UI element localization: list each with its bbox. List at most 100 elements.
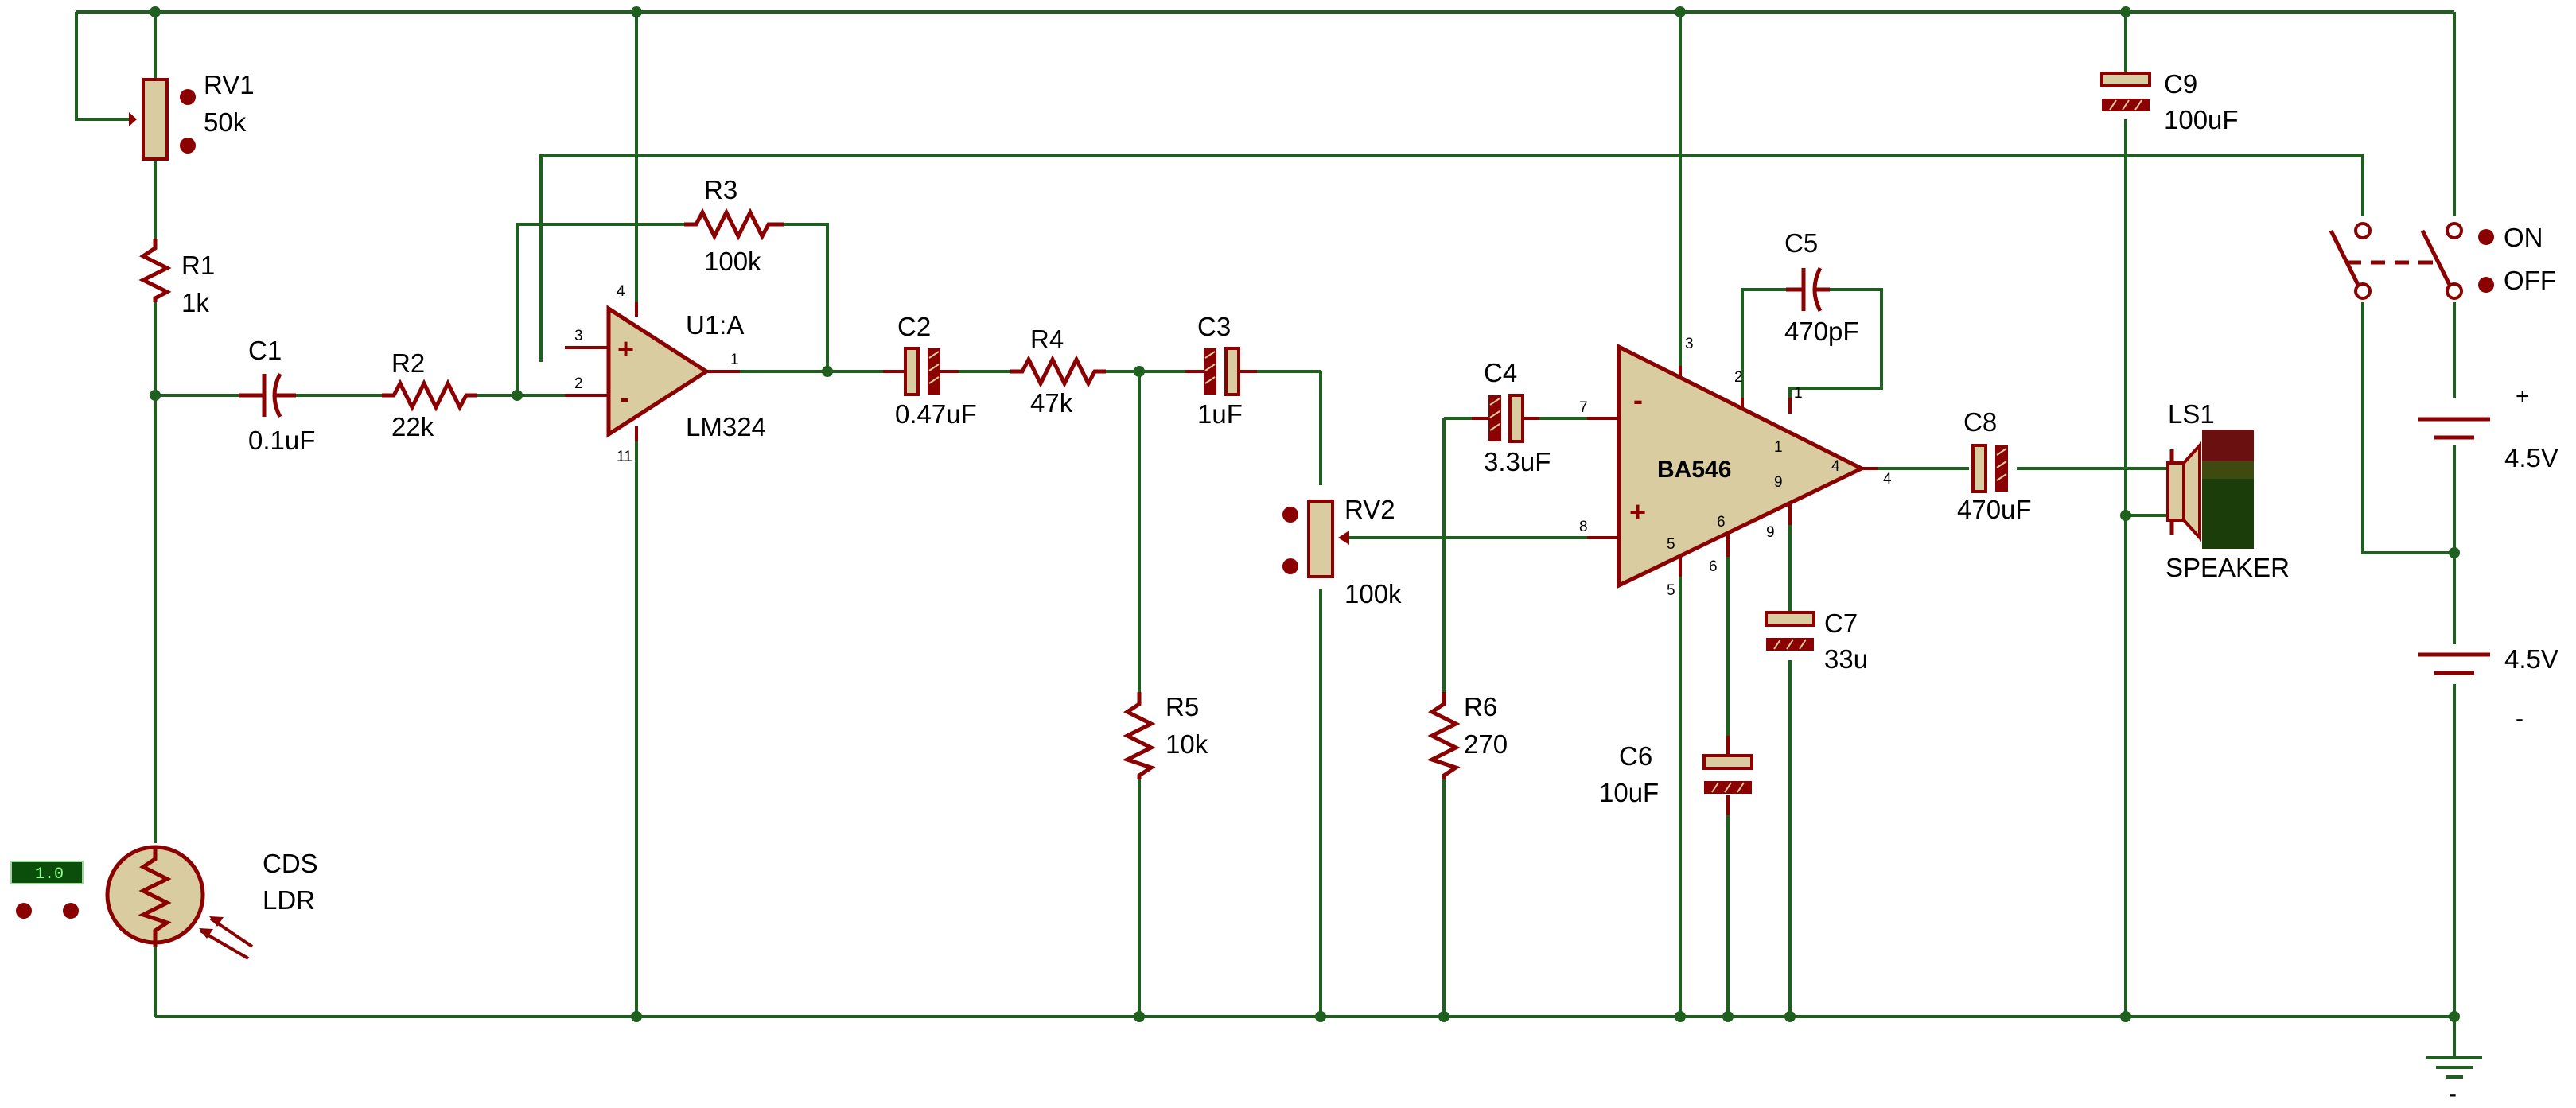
r5-ref: R5 — [1165, 692, 1199, 721]
polarized-capacitor-icon — [1472, 394, 1539, 443]
c9-polarized-capacitor[interactable]: C9 100uF — [2100, 69, 2239, 134]
ldr-terminal[interactable] — [63, 903, 79, 919]
switch-on-label: ON — [2504, 223, 2543, 252]
opamp-icon: + - — [565, 302, 740, 441]
battery-bottom[interactable]: 4.5V - — [2418, 644, 2558, 732]
c1-value: 0.1uF — [248, 426, 315, 455]
rv2-ref: RV2 — [1344, 495, 1395, 524]
r6-ref: R6 — [1464, 692, 1497, 721]
r5-resistor[interactable]: R5 10k — [1122, 692, 1208, 779]
u1-pin-1: 1 — [730, 352, 739, 368]
ldr-sensor[interactable]: 1.0 CDS LDR — [10, 845, 318, 960]
ldr-terminal[interactable] — [16, 903, 32, 919]
potentiometer-icon — [129, 78, 196, 161]
ldr-icon — [105, 845, 254, 960]
battery-icon — [2418, 652, 2490, 675]
potentiometer-icon — [1282, 500, 1349, 578]
c4-polarized-capacitor[interactable]: C4 3.3uF — [1472, 358, 1551, 476]
amplifier-icon: - + — [1587, 343, 1878, 589]
c1-ref: C1 — [248, 336, 282, 365]
battery-icon — [2418, 417, 2490, 440]
capacitor-icon — [1786, 266, 1830, 313]
u1-pin-3: 3 — [574, 328, 583, 344]
polarized-capacitor-icon — [1765, 611, 1815, 651]
c6-value: 10uF — [1599, 778, 1659, 807]
r3-ref: R3 — [704, 175, 737, 204]
r4-resistor[interactable]: R4 47k — [1010, 325, 1106, 418]
battery-top[interactable]: + 4.5V — [2418, 383, 2558, 472]
ldr-ref: CDS — [263, 849, 318, 878]
u1-opamp[interactable]: + - 3 2 4 11 1 U1:A LM324 — [565, 283, 766, 465]
r6-value: 270 — [1464, 729, 1508, 759]
r6-resistor[interactable]: R6 270 — [1426, 692, 1508, 779]
r4-value: 47k — [1030, 388, 1073, 418]
capacitor-icon — [239, 372, 296, 418]
ba546-pin-5-inner: 5 — [1667, 536, 1675, 553]
r5-value: 10k — [1165, 729, 1208, 759]
c1-capacitor[interactable]: C1 0.1uF — [239, 336, 315, 455]
ba546-pin-6-outer: 6 — [1709, 558, 1718, 575]
battery-top-value: 4.5V — [2504, 443, 2558, 472]
c7-ref: C7 — [1824, 608, 1858, 638]
ba546-pin-5-outer: 5 — [1667, 582, 1675, 599]
ba546-pin-4-outer: 4 — [1883, 471, 1892, 488]
r2-value: 22k — [391, 412, 434, 441]
switch-on-indicator[interactable] — [2478, 229, 2494, 245]
c5-value: 470pF — [1784, 317, 1859, 346]
r2-ref: R2 — [391, 348, 425, 378]
r2-resistor[interactable]: R2 22k — [382, 348, 477, 441]
c6-polarized-capacitor[interactable]: C6 10uF — [1599, 736, 1753, 815]
u1-pin-2: 2 — [574, 375, 583, 392]
battery-bottom-value: 4.5V — [2504, 644, 2558, 674]
ba546-pin-1-inner: 1 — [1774, 439, 1783, 456]
ls1-speaker[interactable]: LS1 SPEAKER — [2165, 399, 2290, 582]
svg-text:-: - — [1633, 383, 1643, 416]
c3-value: 1uF — [1197, 399, 1243, 429]
rv1-value: 50k — [204, 107, 247, 137]
ldr-display: 1.0 — [10, 861, 84, 884]
c4-value: 3.3uF — [1484, 447, 1551, 476]
svg-text:+: + — [617, 332, 634, 365]
rv1-potentiometer[interactable]: RV1 50k — [129, 70, 255, 161]
c3-polarized-capacitor[interactable]: C3 1uF — [1185, 312, 1257, 429]
ba546-pin-9-outer: 9 — [1766, 524, 1775, 541]
r4-ref: R4 — [1030, 325, 1064, 354]
c8-ref: C8 — [1963, 407, 1997, 437]
battery-bottom-minus: - — [2516, 706, 2523, 732]
r1-resistor[interactable]: R1 1k — [138, 239, 215, 317]
ldr-value: LDR — [263, 885, 315, 915]
ls1-ref: LS1 — [2168, 399, 2215, 429]
on-off-switch[interactable]: ON OFF — [2329, 222, 2556, 300]
u1-pin-11: 11 — [617, 449, 632, 465]
resistor-icon — [684, 208, 784, 241]
ba546-pin-4-inner: 4 — [1831, 458, 1840, 475]
rv2-value: 100k — [1344, 579, 1402, 608]
ba546-amplifier[interactable]: - + BA546 7 8 3 2 1 1 9 9 5 5 6 6 4 4 — [1579, 336, 1892, 599]
resistor-icon — [1122, 692, 1156, 779]
svg-text:+: + — [1629, 496, 1646, 528]
r3-resistor[interactable]: R3 100k — [684, 175, 784, 276]
c9-ref: C9 — [2164, 69, 2197, 99]
c7-polarized-capacitor[interactable]: C7 33u — [1765, 608, 1868, 674]
c5-capacitor[interactable]: C5 470pF — [1784, 228, 1859, 346]
r1-value: 1k — [181, 288, 209, 317]
c8-polarized-capacitor[interactable]: C8 470uF — [1957, 407, 2032, 524]
battery-top-plus: + — [2516, 383, 2530, 410]
c8-value: 470uF — [1957, 495, 2032, 524]
switch-off-indicator[interactable] — [2478, 277, 2494, 293]
switch-icon — [2329, 222, 2463, 300]
r1-ref: R1 — [181, 251, 215, 280]
ba546-pin-6-inner: 6 — [1717, 514, 1726, 531]
u1-value: LM324 — [686, 412, 766, 441]
wires — [75, 10, 2456, 1058]
c3-ref: C3 — [1197, 312, 1231, 341]
svg-text:-: - — [620, 381, 629, 414]
c2-ref: C2 — [897, 312, 931, 341]
resistor-icon — [138, 239, 172, 302]
rv2-potentiometer[interactable]: RV2 100k — [1282, 495, 1402, 608]
ground-icon — [2426, 1056, 2482, 1079]
polarized-capacitor-icon — [883, 347, 959, 396]
resistor-icon — [382, 379, 477, 412]
c2-polarized-capacitor[interactable]: C2 0.47uF — [883, 312, 977, 429]
speaker-icon — [2166, 430, 2254, 549]
